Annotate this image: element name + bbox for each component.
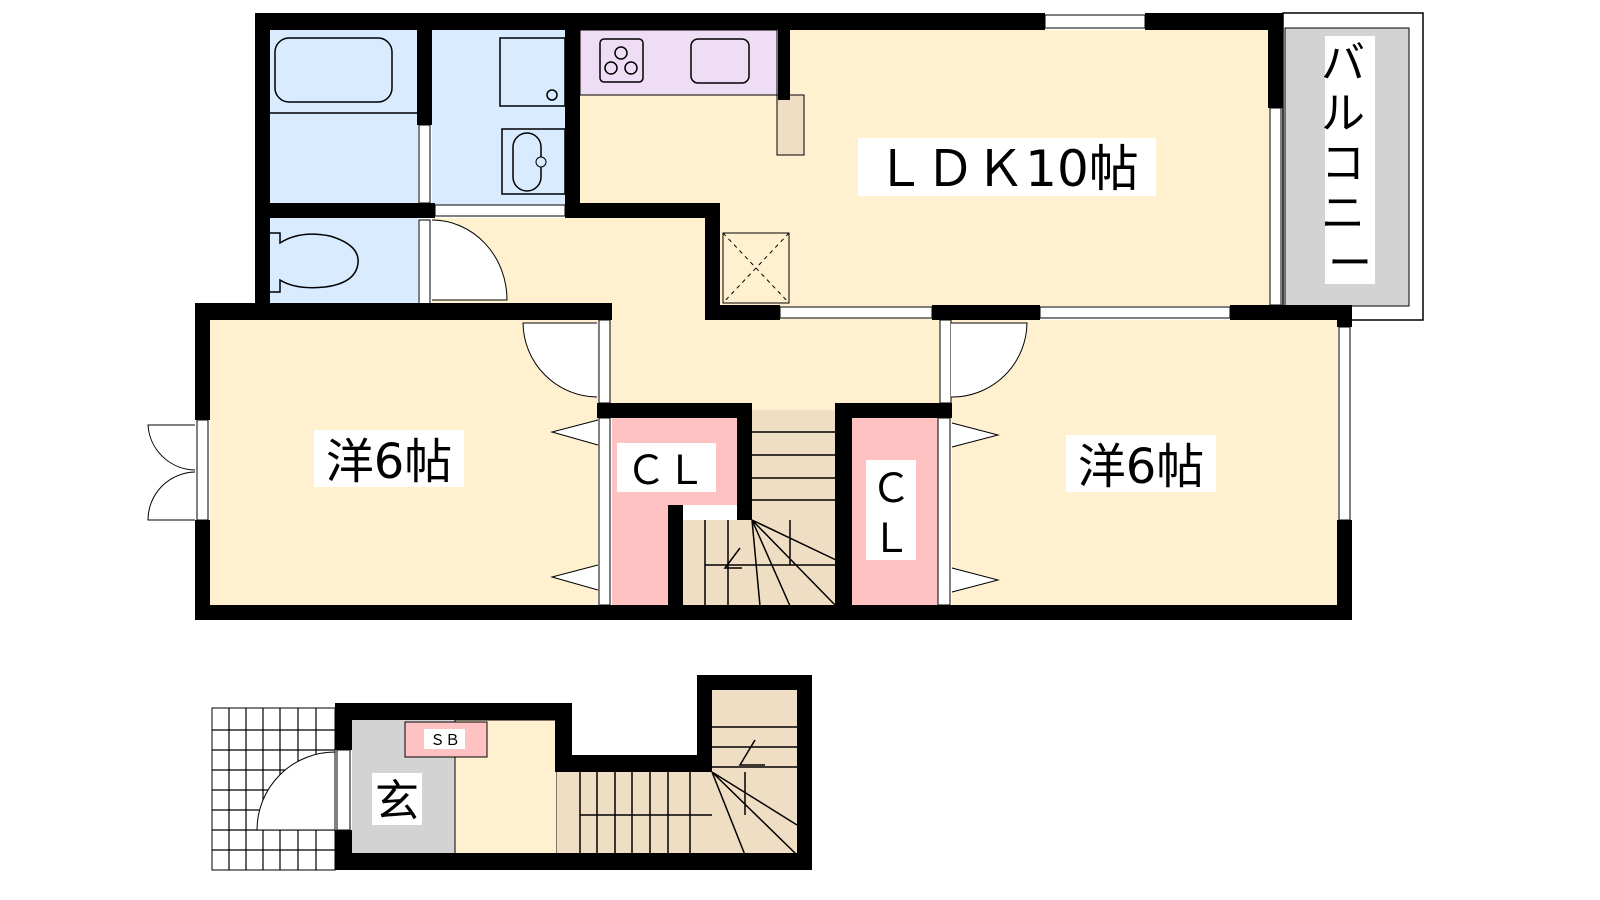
western-room-right-label: 洋6帖 xyxy=(1078,439,1205,495)
toilet-icon xyxy=(270,232,359,293)
cooktop-icon xyxy=(599,38,644,83)
washroom xyxy=(432,30,566,205)
staircase xyxy=(683,410,837,607)
balcony-label-1: バ xyxy=(1321,38,1365,89)
bathroom xyxy=(270,30,418,205)
closet-right-label-2: Ｌ xyxy=(871,516,911,562)
toilet xyxy=(270,218,418,305)
walls xyxy=(147,13,1352,620)
balcony-label-3: コ xyxy=(1321,138,1365,189)
balcony-label-5: ー xyxy=(1328,238,1372,289)
entrance-label: 玄 xyxy=(375,776,419,827)
western-room-left-label: 洋6帖 xyxy=(326,434,453,490)
bathtub-icon xyxy=(274,37,393,103)
svg-text:バ ル コ ニ: バ ル コ ニ ー xyxy=(1321,38,1379,289)
storage-hatch xyxy=(722,232,790,304)
sink-icon xyxy=(690,38,750,84)
entrance-area xyxy=(211,675,812,871)
shoe-box-label: ＳＢ xyxy=(430,731,460,749)
balcony-label-2: ル xyxy=(1321,88,1365,139)
closet-left-label: ＣＬ xyxy=(626,448,706,494)
hallway-floor-lower xyxy=(610,305,952,410)
balcony-label-4: ニ xyxy=(1321,188,1365,239)
closet-right-label-1: Ｃ xyxy=(871,466,911,512)
ldk-label: ＬＤＫ10帖 xyxy=(875,140,1139,198)
counter-partition xyxy=(776,94,805,156)
balcony: バ ル コ ニ ー xyxy=(1282,12,1424,321)
